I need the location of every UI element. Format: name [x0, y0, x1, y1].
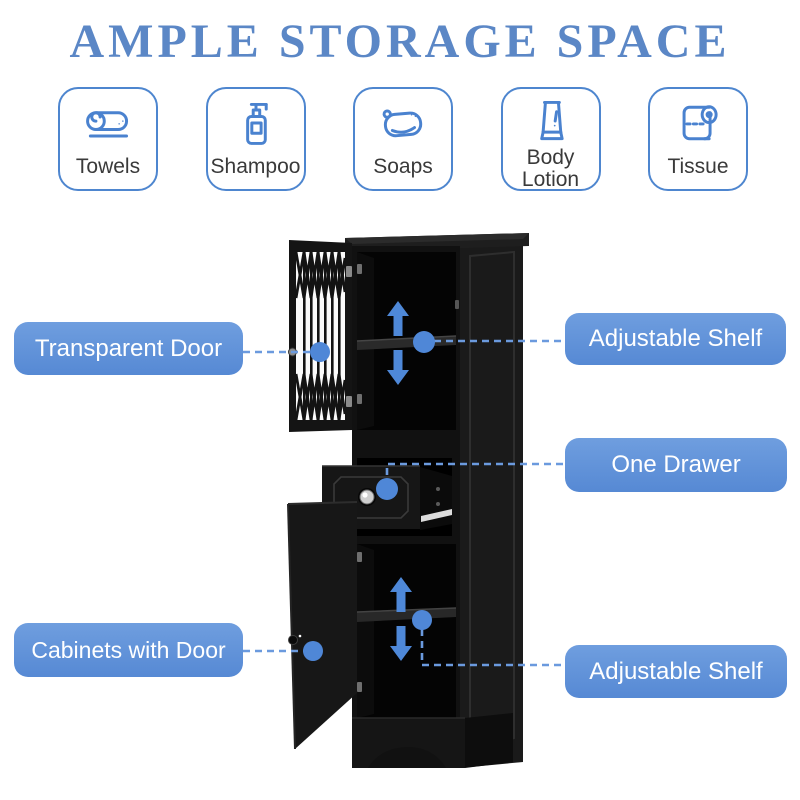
cabinet-illustration [287, 233, 529, 768]
base-plinth [352, 713, 513, 768]
shelf-up-arrow-icon [387, 301, 409, 336]
callout-adjustable-shelf-bottom: Adjustable Shelf [565, 645, 787, 698]
callout-adjustable-shelf-top: Adjustable Shelf [565, 313, 786, 365]
storage-item-towels: Towels [58, 87, 158, 191]
cabinet-right-side-panel [460, 239, 523, 768]
shampoo-pump-bottle-icon [228, 95, 284, 151]
upper-compartment [356, 252, 459, 430]
page-title: AMPLE STORAGE SPACE [69, 15, 731, 68]
drawer-knob [358, 488, 376, 506]
adjustable-shelf-bottom-graphic [356, 607, 457, 622]
storage-item-label: Soaps [373, 155, 433, 179]
shelf-arrows-bottom [390, 577, 412, 661]
storage-item-label: Tissue [667, 155, 729, 179]
storage-item-body-lotion: Body Lotion [500, 87, 601, 191]
shelf-arrows-top [387, 301, 409, 385]
shelf-down-arrow-icon [387, 350, 409, 385]
callout-dot-adjustable-shelf-top [413, 331, 435, 353]
callout-cabinets-with-door: Cabinets with Door [14, 623, 243, 677]
storage-items-row: Towels Shampoo [58, 87, 748, 191]
storage-item-label: Shampoo [210, 155, 301, 179]
drawer-graphic [322, 458, 452, 536]
lotion-tube-icon [523, 95, 579, 147]
callout-dot-one-drawer [376, 478, 398, 500]
shelf-up-arrow-icon [390, 577, 412, 612]
callout-transparent-door: Transparent Door [14, 322, 243, 375]
shelf-down-arrow-icon [390, 626, 412, 661]
soap-bar-icon [375, 95, 431, 151]
storage-item-label: Towels [75, 155, 141, 179]
connector-one-drawer [385, 462, 563, 480]
storage-item-label: Body Lotion [521, 146, 580, 191]
callout-dot-cabinets-with-door [303, 641, 323, 661]
callout-one-drawer: One Drawer [565, 438, 787, 492]
towel-roll-icon [80, 95, 136, 151]
callout-dot-adjustable-shelf-bottom [412, 610, 432, 630]
transparent-door-graphic [288, 240, 352, 432]
connector-adjustable-shelf-bottom [420, 629, 563, 667]
storage-item-tissue: Tissue [648, 87, 748, 191]
cabinet-door-graphic [287, 501, 358, 750]
storage-item-soaps: Soaps [353, 87, 453, 191]
lower-compartment [356, 544, 457, 718]
storage-item-shampoo: Shampoo [205, 87, 306, 191]
callout-dot-transparent-door [310, 342, 330, 362]
toilet-paper-roll-icon [670, 95, 726, 151]
